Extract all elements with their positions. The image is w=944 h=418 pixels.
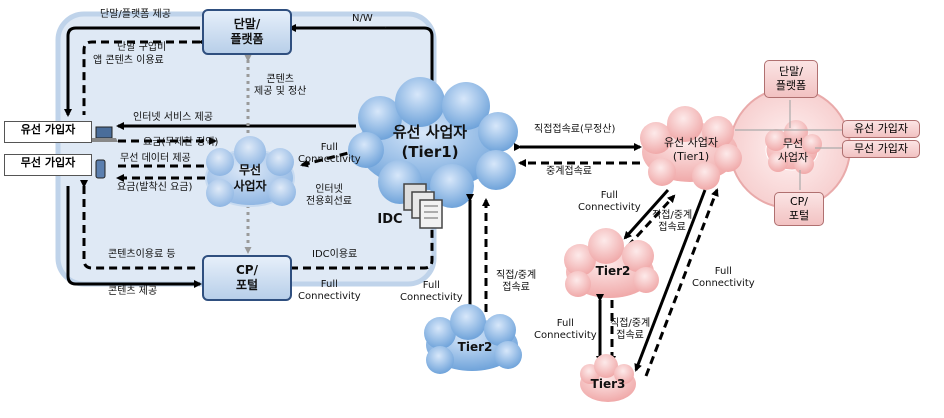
full-connectivity-5-label: Full Connectivity [534, 318, 597, 341]
wired-subscriber-box[interactable]: 유선 가입자 [4, 121, 92, 143]
internet-service-label: 인터넷 서비스 제공 [133, 112, 213, 123]
fee-caller-label: 요금(발착신 요금) [117, 182, 193, 193]
wireless-subscriber-right-box[interactable]: 무선 가입자 [842, 140, 920, 158]
wireless-operator-cloud [205, 136, 296, 207]
content-settle-label: 콘텐츠 제공 및 정산 [254, 74, 307, 97]
content-provide-label: 콘텐츠 제공 [108, 286, 158, 297]
full-connectivity-6-label: Full Connectivity [692, 266, 755, 289]
device-fee-label: 단말 구입비 [117, 42, 167, 53]
full-connectivity-2-label: Full Connectivity [298, 279, 361, 302]
wireless-subscriber-box[interactable]: 무선 가입자 [4, 154, 92, 176]
tier1-cloud [348, 77, 518, 208]
wireless-operator-right-label: 무선 사업자 [777, 137, 809, 164]
content-fee-label: 콘텐츠이용료 등 [108, 249, 176, 260]
tier1-label: 유선 사업자 (Tier1) [392, 123, 468, 161]
phone-icon [95, 159, 106, 179]
transit-fee-label: 중계접속료 [546, 166, 592, 177]
idc-fee-label: IDC이용료 [312, 249, 358, 260]
tier1-interconnect [514, 143, 642, 167]
frame-lines [64, 24, 434, 288]
cp-portal-box[interactable]: CP/ 포털 [202, 255, 292, 301]
tier3-cloud [580, 354, 636, 402]
app-fee-label: 앱 콘텐츠 이용료 [93, 55, 164, 66]
terminal-platform-box[interactable]: 단말/ 플랫폼 [202, 9, 292, 55]
tier2-left-label: Tier2 [457, 340, 493, 354]
leased-line-label: 인터넷 전용회선료 [306, 184, 352, 207]
dot-label: . [384, 20, 388, 31]
pink-connectors [735, 100, 842, 190]
tier1-tier2-links [466, 194, 490, 312]
laptop-icon [90, 126, 118, 142]
direct-transit-1-label: 직접/중계 접속료 [496, 270, 537, 293]
tier1-right-cloud [640, 106, 742, 190]
wired-subscriber-right-box[interactable]: 유선 가입자 [842, 120, 920, 138]
direct-fee-label: 직접접속료(무정산) [534, 124, 616, 135]
idc-label: IDC [377, 212, 403, 227]
cp-portal-right-box[interactable]: CP/ 포털 [774, 192, 824, 226]
direct-transit-2-label: 직접/중계 접속료 [652, 210, 693, 233]
wireless-data-label: 무선 데이터 제공 [120, 153, 191, 164]
full-connectivity-4-label: Full Connectivity [578, 190, 641, 213]
terminal-platform-right-box[interactable]: 단말/ 플랫폼 [764, 60, 818, 98]
tier2-tier3-links [596, 294, 616, 364]
nw-label: N/W [352, 13, 373, 24]
tier2-left-cloud [424, 304, 522, 374]
direct-transit-3-label: 직접/중계 접속료 [610, 318, 651, 341]
tier3-label: Tier3 [590, 377, 626, 391]
fee-unlimited-label: 요금(무제한 정액) [143, 137, 219, 148]
tier2-right-cloud [564, 228, 659, 298]
idc-server-icon [403, 183, 443, 229]
terminal-provide-label: 단말/플랫폼 제공 [100, 9, 171, 20]
tier1-tier2-right-links [623, 188, 719, 377]
dashed-flows [80, 38, 434, 270]
tier2-right-label: Tier2 [595, 264, 631, 278]
wireless-operator-label: 무선 사업자 [233, 163, 267, 193]
full-connectivity-3-label: Full Connectivity [400, 280, 463, 303]
full-connectivity-1-label: Full Connectivity [298, 142, 361, 165]
tier1-right-label: 유선 사업자 (Tier1) [663, 136, 719, 163]
